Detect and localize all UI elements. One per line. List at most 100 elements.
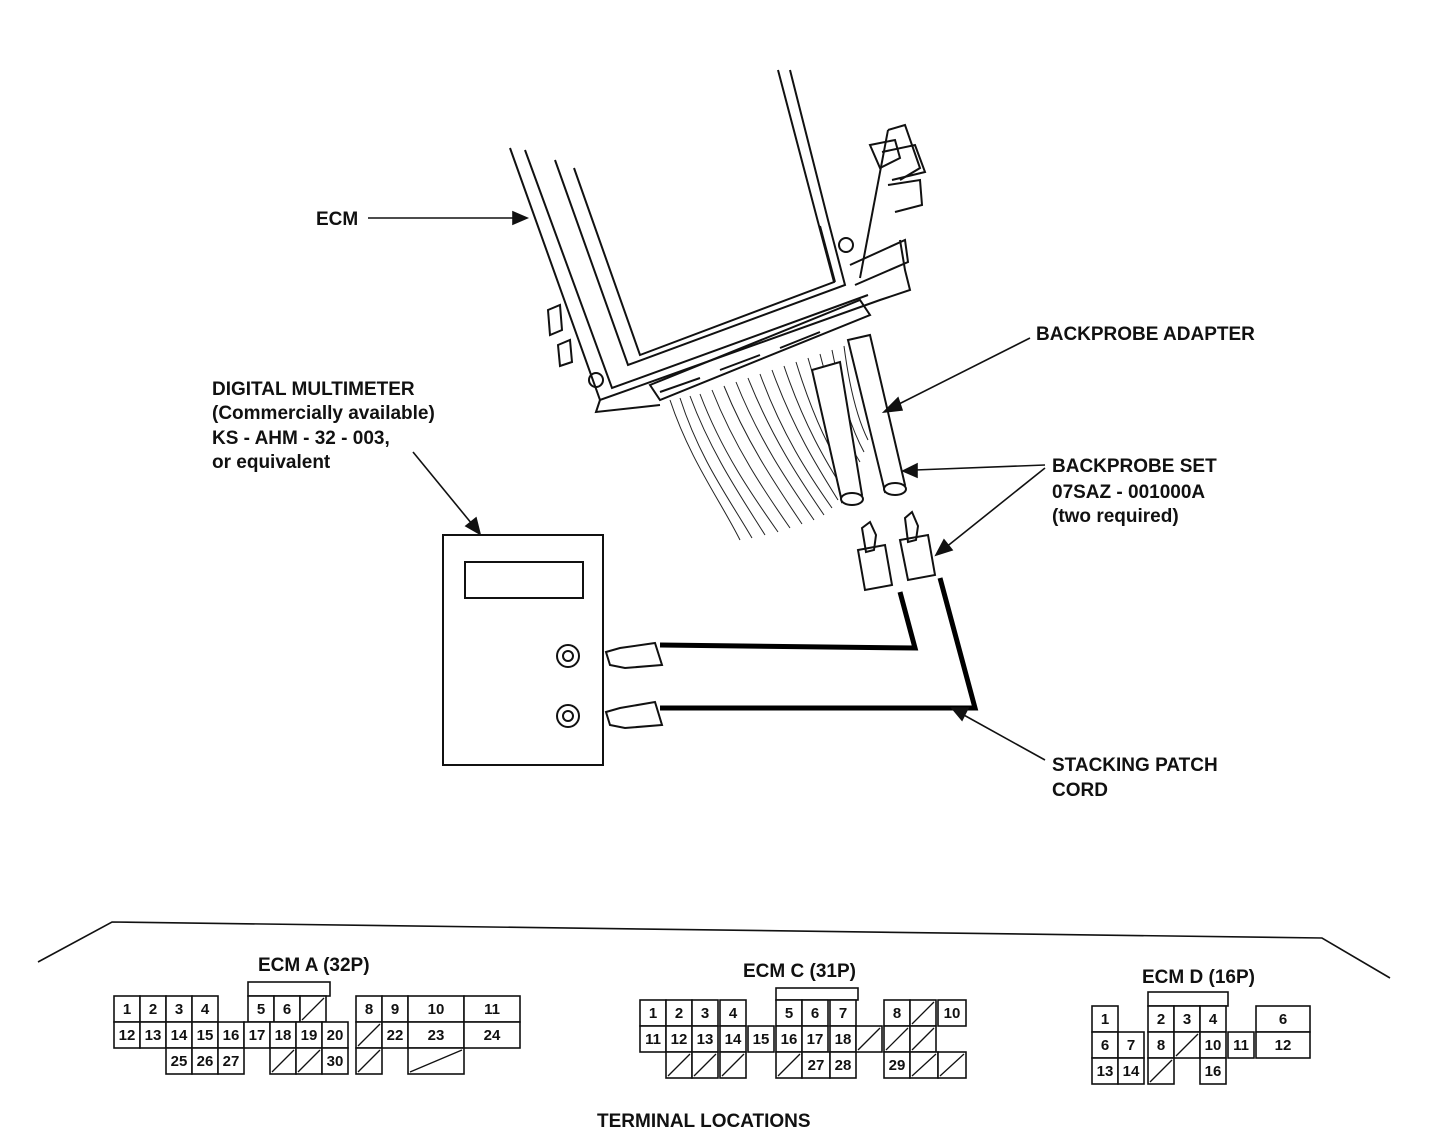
terminal-number: 6 (1279, 1011, 1287, 1028)
terminal-number: 27 (808, 1057, 825, 1074)
terminal-number: 15 (197, 1027, 214, 1044)
unused-terminal-slash (911, 1027, 935, 1051)
unused-terminal-slash (693, 1053, 717, 1077)
terminal-number: 2 (1157, 1011, 1165, 1028)
terminal-number: 15 (753, 1031, 770, 1048)
terminal-number: 17 (807, 1031, 824, 1048)
connector-key (1147, 991, 1229, 1007)
terminal-number: 16 (781, 1031, 798, 1048)
backprobe-set (856, 510, 937, 592)
terminal-number: 11 (645, 1031, 661, 1048)
ecm-d-title: ECM D (16P) (1142, 967, 1255, 988)
terminal-number: 22 (387, 1027, 404, 1044)
unused-terminal-slash (409, 1049, 463, 1073)
digital-multimeter (442, 534, 604, 766)
terminal-number: 8 (893, 1005, 901, 1022)
backprobe-adapter-label: BACKPROBE ADAPTER (1036, 324, 1255, 345)
terminal-number: 4 (729, 1005, 738, 1022)
terminal-cell (829, 1051, 857, 1079)
backprobe-set-label: BACKPROBE SET 07SAZ - 001000A (two requi… (1052, 456, 1217, 527)
terminal-number: 25 (171, 1053, 188, 1070)
terminal-cell (829, 999, 857, 1027)
terminal-number: 12 (671, 1031, 688, 1048)
connector-key (247, 981, 331, 997)
svg-text:BACKPROBE SET: BACKPROBE SET (1052, 456, 1217, 477)
ecm-label: ECM (316, 209, 358, 230)
unused-terminal-slash (911, 1053, 937, 1077)
terminal-number: 3 (701, 1005, 709, 1022)
terminal-number: 3 (175, 1001, 183, 1018)
unused-terminal-slash (911, 1001, 935, 1025)
ecm-a-title: ECM A (32P) (258, 955, 370, 976)
terminal-number: 6 (283, 1001, 291, 1018)
stacking-patch-cord (659, 577, 979, 711)
terminal-cell (1255, 1005, 1311, 1033)
terminal-number: 10 (944, 1005, 961, 1022)
terminal-cell (1117, 1057, 1145, 1085)
unused-terminal-slash (885, 1027, 909, 1051)
multimeter-display (464, 561, 584, 599)
terminal-number: 6 (811, 1005, 819, 1022)
terminal-number: 11 (484, 1001, 500, 1018)
terminal-number: 5 (257, 1001, 265, 1018)
terminal-number: 1 (1101, 1011, 1109, 1028)
terminal-number: 29 (889, 1057, 906, 1074)
terminal-cell (801, 1051, 831, 1079)
terminal-number: 27 (223, 1053, 240, 1070)
terminal-number: 8 (365, 1001, 373, 1018)
terminal-cell (665, 1025, 693, 1053)
terminal-number: 20 (327, 1027, 344, 1044)
svg-text:DIGITAL MULTIMETER: DIGITAL MULTIMETER (212, 379, 415, 400)
terminal-number: 3 (1183, 1011, 1191, 1028)
terminal-number: 13 (697, 1031, 714, 1048)
unused-terminal-slash (301, 997, 325, 1021)
ecm-c-title: ECM C (31P) (743, 961, 856, 982)
terminal-number: 30 (327, 1053, 344, 1070)
svg-text:KS - AHM - 32 - 003,: KS - AHM - 32 - 003, (212, 428, 390, 449)
multimeter-jack-top (556, 644, 580, 668)
unused-terminal-slash (1149, 1059, 1173, 1083)
terminal-cell (937, 999, 967, 1027)
meter-plugs (604, 641, 664, 730)
terminal-number: 12 (1275, 1037, 1292, 1054)
terminal-number: 9 (391, 1001, 399, 1018)
terminal-cell (1199, 1031, 1227, 1059)
unused-terminal-slash (667, 1053, 691, 1077)
terminal-number: 10 (428, 1001, 445, 1018)
patch-cord-label: STACKING PATCH CORD (1052, 755, 1218, 801)
unused-terminal-slash (357, 1049, 381, 1073)
unused-terminal-slash (777, 1053, 801, 1077)
multimeter-label: DIGITAL MULTIMETER (Commercially availab… (212, 379, 435, 473)
unused-terminal-slash (357, 1023, 381, 1047)
terminal-cell (801, 1025, 829, 1053)
terminal-number: 19 (301, 1027, 318, 1044)
svg-text:(Commercially available): (Commercially available) (212, 403, 435, 424)
terminal-number: 11 (1233, 1037, 1249, 1054)
terminal-number: 6 (1101, 1037, 1109, 1054)
terminal-cell (217, 1047, 245, 1075)
terminal-cell (165, 995, 193, 1023)
terminal-cell (801, 999, 829, 1027)
backprobe-adapters (810, 333, 907, 506)
terminal-cell (1227, 1031, 1255, 1059)
terminal-number: 18 (835, 1031, 852, 1048)
terminal-number: 10 (1205, 1037, 1222, 1054)
terminal-cell (691, 999, 719, 1027)
terminal-cell (1255, 1031, 1311, 1059)
terminal-cell (639, 1025, 667, 1053)
terminal-cell (321, 1021, 349, 1049)
terminal-number: 14 (1123, 1063, 1140, 1080)
leader-lines (368, 210, 1046, 761)
terminal-number: 24 (484, 1027, 501, 1044)
terminal-cell (747, 1025, 775, 1053)
terminal-number: 26 (197, 1053, 214, 1070)
svg-text:(two required): (two required) (1052, 506, 1179, 527)
svg-text:or equivalent: or equivalent (212, 452, 331, 473)
terminal-cell (295, 1021, 323, 1049)
terminal-cell (1117, 1031, 1145, 1059)
terminal-number: 18 (275, 1027, 292, 1044)
terminal-cell (883, 1051, 911, 1079)
ecm-unit (509, 69, 927, 414)
terminal-number: 23 (428, 1027, 445, 1044)
